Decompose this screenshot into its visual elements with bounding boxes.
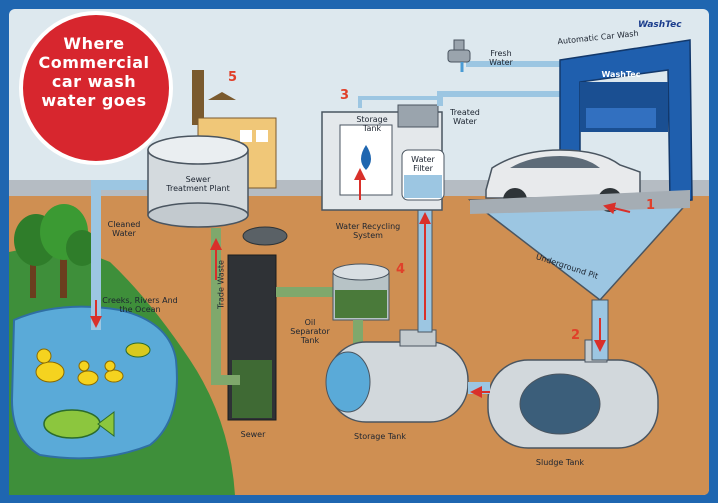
water-filter [401,149,445,201]
label-oil-separator-tank: Oil Separator Tank [290,318,330,345]
recycling-pipe [358,96,440,108]
oil-separator-tank [332,263,390,321]
step-number: 4 [396,262,406,277]
storage-tank-bottom [325,329,469,423]
wash-bay-floor [470,190,690,214]
car-wash-gantry [559,39,693,203]
label-water-filter: Water Filter [411,155,435,173]
trees [14,204,98,298]
label-treated-water: Treated Water [450,108,480,126]
label-fresh-water: Fresh Water [489,49,513,67]
step-number: 2 [571,328,581,343]
label-trade-waste: Trade Waste [216,260,226,309]
step-number: 1 [646,198,656,213]
tap-icon [447,39,471,72]
sewer-treatment-plant-tank [147,135,249,228]
brand-logo: WashTec [638,20,682,30]
step-number: 3 [340,88,350,103]
treated-water-pipe [437,91,560,106]
sewer-sludge [232,360,272,418]
title-badge [19,11,173,165]
label-storage-tank-top: Storage Tank [356,115,388,133]
label-sludge-tank: Sludge Tank [535,458,585,467]
flow-arrows [210,168,631,398]
label-sewer: Sewer [240,430,266,439]
label-storage-tank-bottom: Storage Tank [353,432,406,441]
label-sewer-treatment-plant: Sewer Treatment Plant [166,175,230,193]
fish-icon [43,342,151,439]
title: Where Commercial car wash water goes [38,34,150,110]
label-brand-on-wash: WashTec [601,70,641,79]
label-creeks: Creeks, Rivers And the Ocean [102,296,178,314]
manhole-cover [242,226,288,246]
label-cleaned-water: Cleaned Water [107,220,141,238]
step-number: 5 [228,70,238,85]
label-water-recycling-system: Water Recycling System [335,222,401,240]
cleaned-water-pipe [91,180,150,330]
duck-icon [35,348,124,386]
